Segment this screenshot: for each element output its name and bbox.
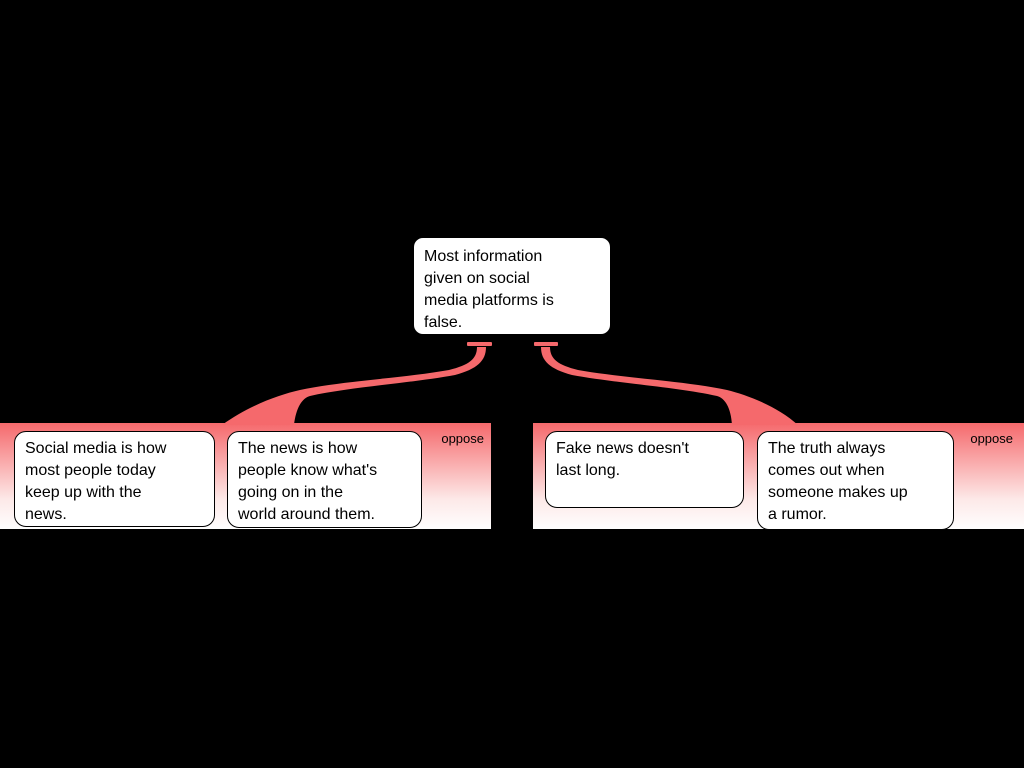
oppose-group-left[interactable]: oppose Social media is how most people t… [0,421,493,531]
oppose-group-right[interactable]: oppose Fake news doesn't last long. The … [531,421,1024,531]
reason-node-fake-news[interactable]: Fake news doesn't last long. [545,431,744,508]
reason-node-social-media[interactable]: Social media is how most people today ke… [14,431,215,527]
oppose-label-right: oppose [970,431,1013,446]
reason-node-news-knowledge[interactable]: The news is how people know what's going… [227,431,422,528]
oppose-stub-left [467,342,492,346]
claim-node[interactable]: Most information given on social media p… [413,237,611,335]
oppose-connector-right [541,347,798,425]
oppose-connector-left [222,347,486,425]
reason-node-truth-comes-out[interactable]: The truth always comes out when someone … [757,431,954,530]
oppose-label-left: oppose [441,431,484,446]
oppose-stub-right [534,342,558,346]
